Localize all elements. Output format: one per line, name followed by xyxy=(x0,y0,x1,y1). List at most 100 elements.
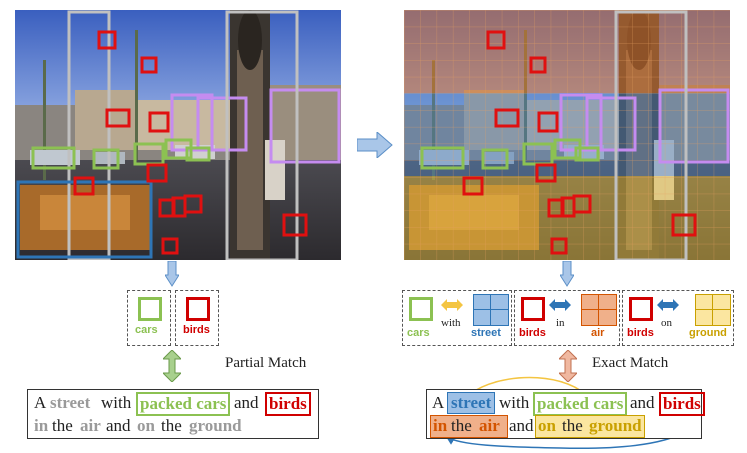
relation-with: with xyxy=(441,317,461,329)
word-packed-cars: packed cars xyxy=(136,392,231,416)
word-air: air xyxy=(80,416,101,435)
double-arrow-icon xyxy=(657,299,679,311)
street-photo-left xyxy=(15,10,341,260)
word-birds: birds xyxy=(265,392,311,416)
word-on: on xyxy=(137,416,155,435)
word: and xyxy=(509,416,534,435)
word-street: street xyxy=(447,392,496,414)
word-ground: ground xyxy=(589,416,642,435)
on-the-ground-highlight xyxy=(535,415,645,438)
street-grid-icon xyxy=(473,294,509,326)
relation-on: on xyxy=(661,317,672,329)
air-grid-icon xyxy=(581,294,617,326)
partial-match-label: Partial Match xyxy=(225,355,307,371)
detection-box-gray xyxy=(614,10,688,260)
detection-box-green xyxy=(574,146,600,162)
word-birds: birds xyxy=(659,392,705,416)
detection-box-purple xyxy=(658,88,730,164)
detection-box-blue xyxy=(16,180,153,259)
detection-box-gray xyxy=(67,10,111,260)
birds-label: birds xyxy=(627,327,654,339)
detection-box-red xyxy=(161,237,179,255)
down-arrow-icon xyxy=(560,261,574,287)
left-detection-boxes xyxy=(16,10,341,260)
in-the-air-highlight xyxy=(430,415,508,438)
relation-in: in xyxy=(556,317,565,329)
word-ground: ground xyxy=(189,416,242,435)
detection-box-purple xyxy=(269,88,341,164)
detection-box-red xyxy=(550,237,568,255)
detection-box-red xyxy=(282,213,308,237)
cars-square-icon xyxy=(409,297,433,321)
right-arrow-icon xyxy=(357,132,393,158)
word: A xyxy=(34,393,47,412)
left-sentence-box: A street with packed cars and birds in t… xyxy=(27,389,319,439)
word: the xyxy=(161,416,182,435)
detection-box-red xyxy=(148,111,170,133)
detection-box-green xyxy=(420,146,465,170)
word: A xyxy=(432,393,445,412)
detection-box-red xyxy=(494,108,520,128)
detection-box-red xyxy=(535,163,557,183)
word: the xyxy=(451,416,472,435)
exact-match-label: Exact Match xyxy=(592,355,669,371)
detection-box-red xyxy=(183,194,203,214)
birds-label: birds xyxy=(519,327,546,339)
detection-box-gray xyxy=(225,10,299,260)
birds-on-ground-group: birds on ground xyxy=(622,290,734,346)
word-air: air xyxy=(479,416,500,435)
detection-box-green xyxy=(92,148,120,170)
detection-box-red xyxy=(140,56,158,74)
word: and xyxy=(234,393,259,412)
air-label: air xyxy=(591,327,605,339)
right-sentence-box: A street with packed cars and birds in t… xyxy=(426,389,705,439)
street-scene-right xyxy=(404,10,730,260)
ground-grid-icon xyxy=(695,294,731,326)
detection-box-red xyxy=(671,213,697,237)
right-detection-boxes xyxy=(420,10,730,260)
cars-square-icon xyxy=(138,297,162,321)
detection-box-red xyxy=(97,30,117,50)
detection-box-red xyxy=(572,194,592,214)
word: the xyxy=(52,416,73,435)
detection-box-red xyxy=(105,108,131,128)
double-arrow-icon xyxy=(441,299,463,311)
detection-box-red xyxy=(73,176,95,196)
detection-box-red xyxy=(537,111,559,133)
exact-match-arrow-icon xyxy=(559,350,577,382)
word: and xyxy=(630,393,655,412)
cars-result-group: cars xyxy=(127,290,171,346)
street-scene-left xyxy=(15,10,341,260)
word-street: street xyxy=(50,393,91,412)
cars-with-street-group: cars with street xyxy=(402,290,512,346)
word: and xyxy=(106,416,131,435)
double-arrow-icon xyxy=(549,299,571,311)
detection-box-green xyxy=(522,142,554,166)
down-arrow-icon xyxy=(165,261,179,287)
word: the xyxy=(562,416,583,435)
detection-box-red xyxy=(529,56,547,74)
detection-box-green xyxy=(31,146,76,170)
word: with xyxy=(101,393,132,412)
birds-square-icon xyxy=(521,297,545,321)
word-on: on xyxy=(538,416,556,435)
word-packed-cars: packed cars xyxy=(533,392,628,416)
birds-label: birds xyxy=(183,324,210,336)
detection-box-red xyxy=(146,163,168,183)
cars-label: cars xyxy=(407,327,430,339)
detection-box-green xyxy=(133,142,165,166)
word: with xyxy=(499,393,530,412)
birds-in-air-group: birds in air xyxy=(514,290,620,346)
birds-result-group: birds xyxy=(175,290,219,346)
detection-box-green xyxy=(185,146,211,162)
word-in: in xyxy=(34,416,49,435)
cars-label: cars xyxy=(135,324,158,336)
street-photo-right xyxy=(404,10,730,260)
word-in: in xyxy=(433,416,448,435)
detection-box-purple xyxy=(585,96,637,152)
detection-box-green xyxy=(481,148,509,170)
detection-box-red xyxy=(462,176,484,196)
birds-square-icon xyxy=(629,297,653,321)
ground-label: ground xyxy=(689,327,727,339)
street-label: street xyxy=(471,327,501,339)
